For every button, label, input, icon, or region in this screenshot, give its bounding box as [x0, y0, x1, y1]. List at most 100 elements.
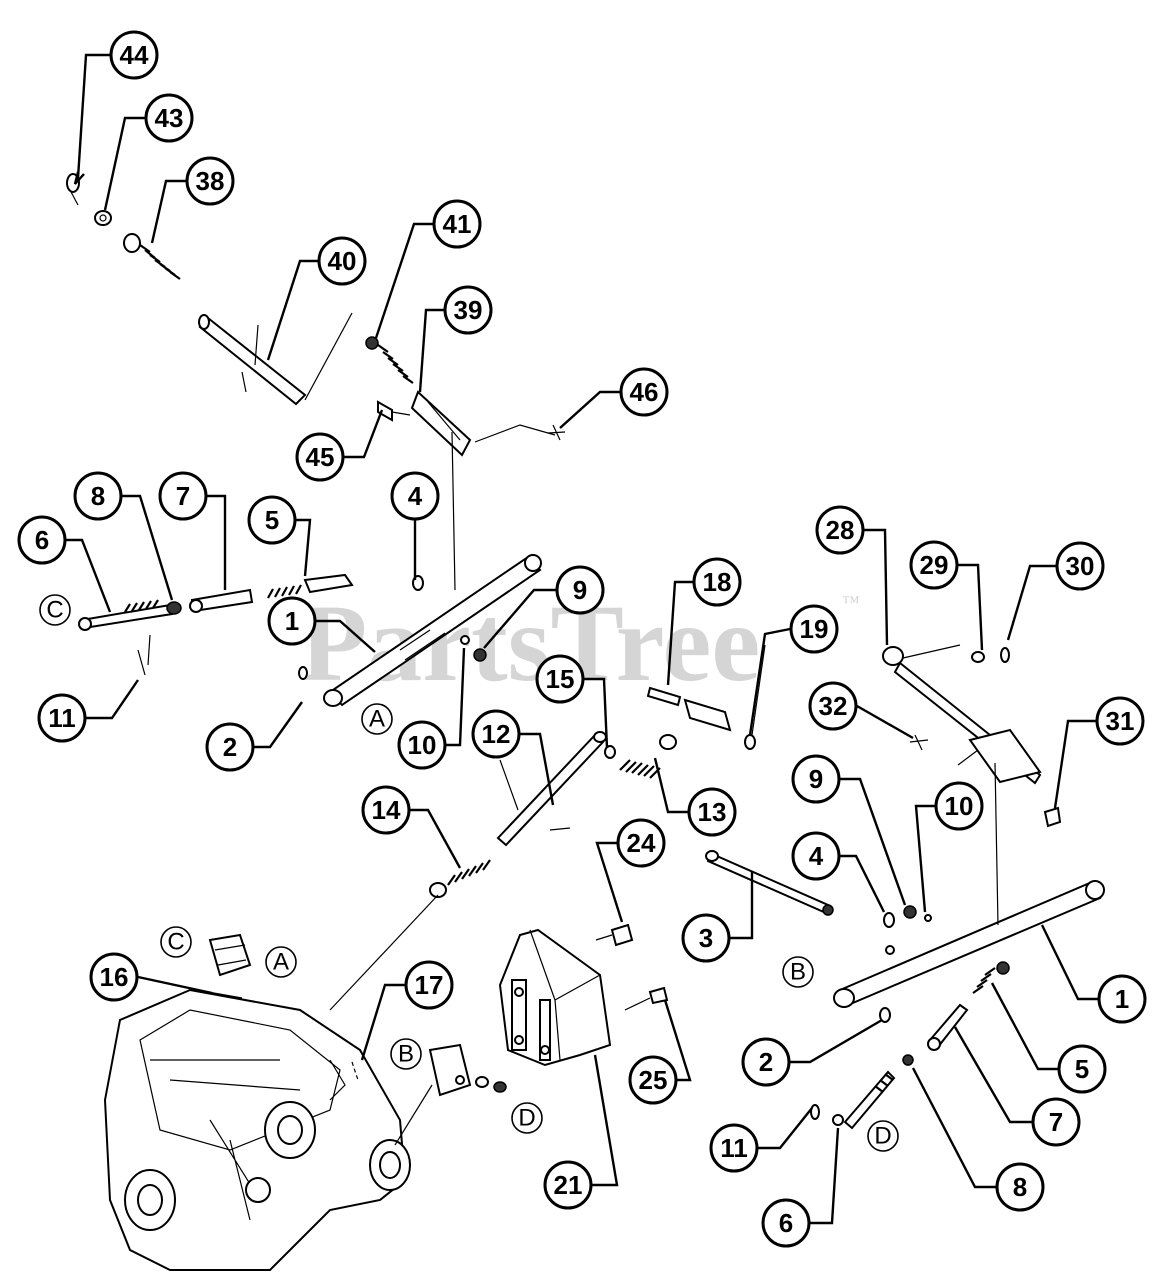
- callout-41[interactable]: 41: [432, 199, 482, 249]
- svg-text:C: C: [46, 597, 63, 624]
- svg-text:40: 40: [328, 246, 357, 276]
- svg-text:D: D: [874, 1123, 891, 1150]
- svg-text:A: A: [369, 706, 385, 733]
- svg-text:32: 32: [819, 691, 848, 721]
- callout-11-left[interactable]: 11: [37, 693, 87, 743]
- right-upper-link-drawing: [882, 644, 1062, 828]
- watermark-trademark: ™: [842, 592, 860, 612]
- ref-mark-a-housing: A: [265, 946, 297, 978]
- callout-16[interactable]: 16: [89, 952, 139, 1002]
- callout-12[interactable]: 12: [471, 709, 521, 759]
- svg-text:13: 13: [698, 797, 727, 827]
- callout-32[interactable]: 32: [808, 681, 858, 731]
- callout-3[interactable]: 3: [681, 913, 731, 963]
- left-lift-arm-drawing: [323, 431, 542, 707]
- svg-text:41: 41: [443, 209, 472, 239]
- callout-6-right[interactable]: 6: [761, 1198, 811, 1248]
- svg-text:9: 9: [573, 575, 587, 605]
- svg-text:2: 2: [759, 1047, 773, 1077]
- callout-1-right[interactable]: 1: [1097, 974, 1147, 1024]
- transmission-housing-drawing: [103, 988, 411, 1271]
- svg-text:12: 12: [482, 719, 511, 749]
- svg-text:1: 1: [1115, 984, 1129, 1014]
- svg-text:11: 11: [48, 703, 76, 733]
- svg-text:29: 29: [920, 550, 949, 580]
- callout-7-left[interactable]: 7: [158, 471, 208, 521]
- svg-text:30: 30: [1066, 551, 1095, 581]
- ref-mark-b-housing: B: [390, 1038, 422, 1070]
- callout-8-left[interactable]: 8: [73, 471, 123, 521]
- svg-text:10: 10: [945, 791, 974, 821]
- callout-45[interactable]: 45: [295, 432, 345, 482]
- bracket-bd-drawing: [394, 1043, 507, 1146]
- callout-17[interactable]: 17: [404, 960, 454, 1010]
- svg-text:31: 31: [1106, 706, 1135, 736]
- callout-46[interactable]: 46: [619, 367, 669, 417]
- callout-4-left[interactable]: 4: [390, 471, 440, 521]
- callout-13[interactable]: 13: [687, 787, 737, 837]
- svg-text:19: 19: [800, 614, 829, 644]
- callout-2-left[interactable]: 2: [205, 722, 255, 772]
- callout-4-right[interactable]: 4: [791, 831, 841, 881]
- callout-11-right[interactable]: 11: [709, 1123, 759, 1173]
- callout-19[interactable]: 19: [789, 604, 839, 654]
- callout-1-left[interactable]: 1: [267, 596, 317, 646]
- callout-10-left[interactable]: 10: [397, 720, 447, 770]
- left-small-parts-drawing: [298, 575, 487, 680]
- svg-text:4: 4: [809, 841, 824, 871]
- callout-10-right[interactable]: 10: [934, 781, 984, 831]
- svg-text:6: 6: [35, 525, 49, 555]
- callout-6-left[interactable]: 6: [17, 515, 67, 565]
- dashed-lines: [351, 1061, 359, 1081]
- svg-text:25: 25: [639, 1065, 668, 1095]
- callout-43[interactable]: 43: [144, 93, 194, 143]
- callout-5-left[interactable]: 5: [247, 495, 297, 545]
- bolt-45-drawing: [377, 400, 411, 422]
- callout-30[interactable]: 30: [1055, 541, 1105, 591]
- callout-39[interactable]: 39: [443, 285, 493, 335]
- callout-5-right[interactable]: 5: [1057, 1044, 1107, 1094]
- svg-text:6: 6: [779, 1208, 793, 1238]
- callout-2-right[interactable]: 2: [741, 1037, 791, 1087]
- callout-18[interactable]: 18: [692, 557, 742, 607]
- bracket-ca-drawing: [207, 933, 252, 999]
- svg-text:5: 5: [265, 505, 279, 535]
- callout-9-left[interactable]: 9: [555, 565, 605, 615]
- callout-8-right[interactable]: 8: [995, 1162, 1045, 1212]
- svg-text:24: 24: [627, 828, 656, 858]
- svg-text:3: 3: [699, 923, 713, 953]
- ref-mark-d-right: D: [867, 1120, 899, 1152]
- svg-text:4: 4: [408, 481, 423, 511]
- svg-text:2: 2: [223, 732, 237, 762]
- callout-14[interactable]: 14: [361, 785, 411, 835]
- svg-text:11: 11: [720, 1133, 748, 1163]
- callout-25[interactable]: 25: [628, 1055, 678, 1105]
- callout-44[interactable]: 44: [109, 30, 159, 80]
- ref-mark-c-housing: C: [160, 926, 192, 958]
- shaft-40-drawing: [198, 312, 353, 406]
- callout-24[interactable]: 24: [616, 818, 666, 868]
- ref-mark-c-left: C: [39, 594, 71, 626]
- callout-15[interactable]: 15: [535, 654, 585, 704]
- watermark-text: PartsTree: [300, 582, 760, 704]
- callout-29[interactable]: 29: [909, 540, 959, 590]
- callout-21[interactable]: 21: [543, 1160, 593, 1210]
- bolt-25-drawing: [624, 986, 669, 1011]
- callout-40[interactable]: 40: [317, 236, 367, 286]
- svg-text:A: A: [273, 949, 289, 976]
- callout-31[interactable]: 31: [1095, 696, 1145, 746]
- svg-text:1: 1: [285, 606, 299, 636]
- svg-text:38: 38: [196, 166, 225, 196]
- svg-text:C: C: [167, 929, 184, 956]
- svg-text:7: 7: [176, 481, 190, 511]
- svg-text:44: 44: [120, 40, 149, 70]
- callout-7-right[interactable]: 7: [1031, 1097, 1081, 1147]
- washer-43-drawing: [94, 210, 112, 226]
- callout-28[interactable]: 28: [815, 505, 865, 555]
- callout-9-right[interactable]: 9: [791, 754, 841, 804]
- leader-lines: [66, 53, 1098, 1225]
- washer-15-drawing: [604, 745, 616, 759]
- callout-38[interactable]: 38: [185, 156, 235, 206]
- svg-text:7: 7: [1049, 1107, 1063, 1137]
